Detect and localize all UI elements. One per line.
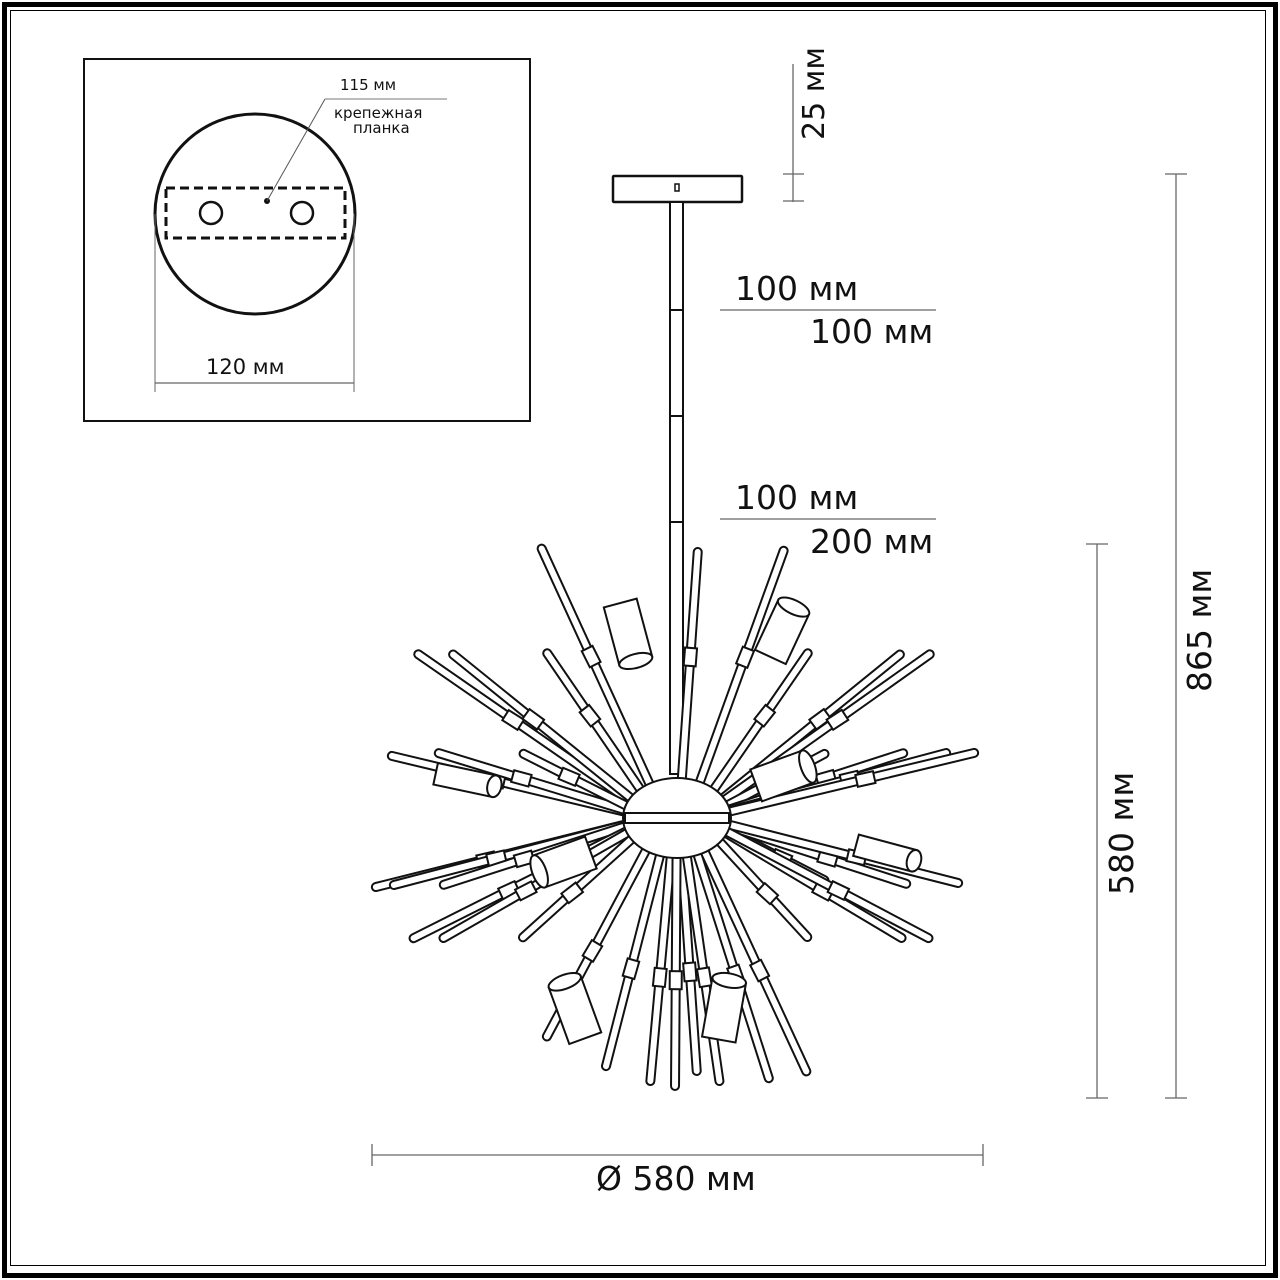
bracket-caption-1: крепежная	[334, 104, 423, 122]
leader-line	[266, 98, 326, 202]
rod-segment-1-top-label: 100 мм	[735, 269, 859, 308]
canopy-diameter-label: 120 мм	[206, 355, 285, 379]
inner-border	[10, 10, 1266, 1266]
bracket-caption-2: планка	[353, 119, 410, 137]
body-height-label: 580 мм	[1102, 771, 1141, 895]
suspension-rod	[669, 201, 684, 775]
screw-hole-right	[289, 200, 315, 226]
dimension-lines	[371, 64, 1187, 1166]
rod-segment-2-bottom-label: 200 мм	[810, 522, 934, 561]
diameter-label: Ø 580 мм	[596, 1159, 756, 1198]
canopy-detail-panel	[83, 58, 531, 422]
rod-segment-2-top-label: 100 мм	[735, 478, 859, 517]
canopy-height-label: 25 мм	[797, 47, 832, 140]
screw-hole-left	[198, 200, 224, 226]
rod-segment-1-bottom-label: 100 мм	[810, 312, 934, 351]
canopy-side-view	[611, 174, 744, 204]
canopy-top-view	[153, 112, 357, 316]
mounting-bracket-outline	[164, 186, 347, 240]
bracket-width-label: 115 мм	[340, 76, 397, 94]
total-height-label: 865 мм	[1180, 568, 1219, 692]
chandelier-body	[370, 543, 980, 1092]
